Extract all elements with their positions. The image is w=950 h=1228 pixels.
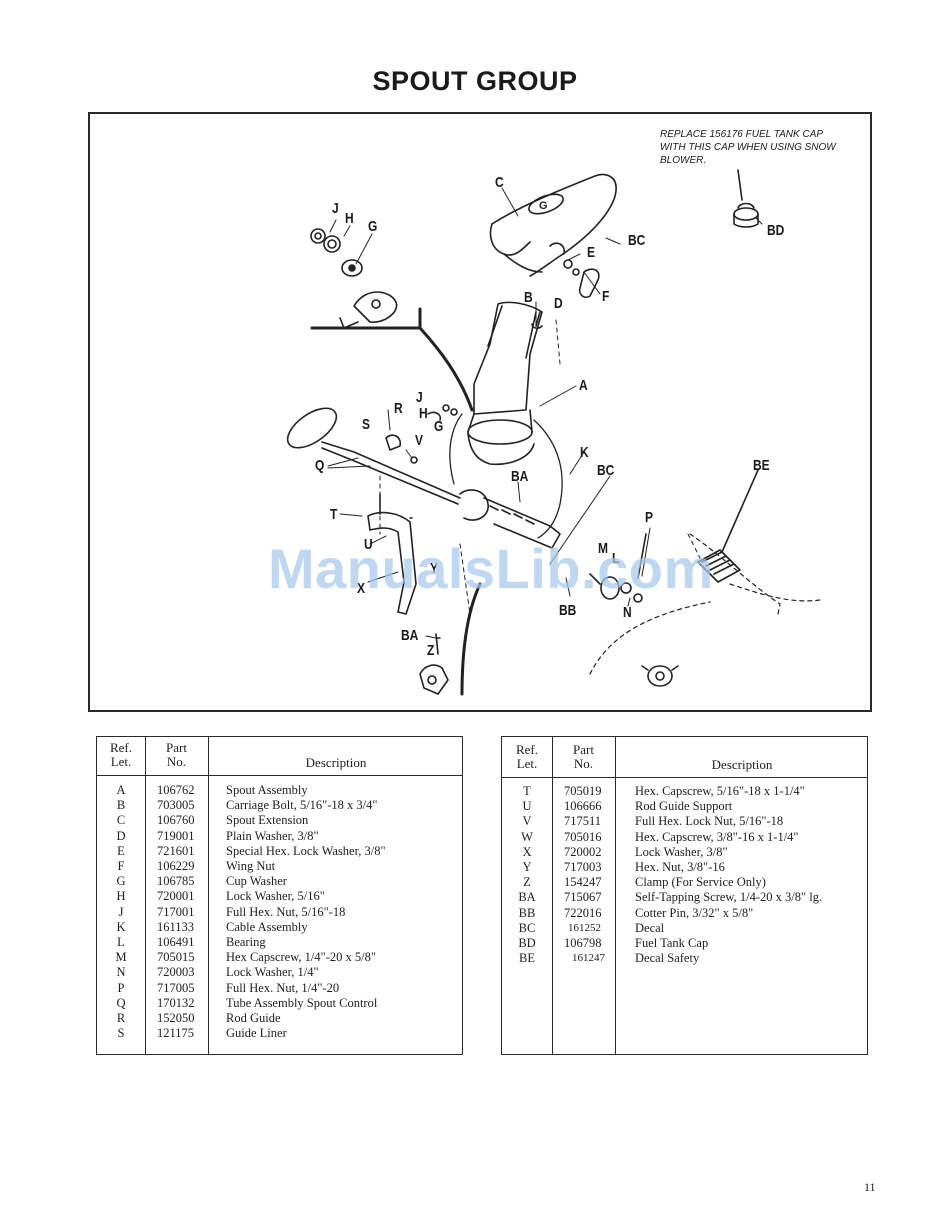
- callout-q: Q: [315, 456, 325, 474]
- header-part-line1: Part: [166, 740, 187, 755]
- callout-bb: BB: [559, 601, 577, 619]
- callout-ba-mid: BA: [511, 467, 529, 485]
- callout-r: R: [394, 399, 403, 417]
- housing-outline: [310, 307, 474, 412]
- callout-h-top: H: [345, 209, 354, 227]
- callout-ba-bottom: BA: [401, 626, 419, 644]
- callout-b: B: [524, 288, 533, 306]
- callout-f: F: [602, 287, 610, 305]
- callout-g-top: G: [368, 217, 378, 235]
- header-part-line1: Part: [573, 742, 594, 757]
- callout-bc-top: BC: [628, 231, 646, 249]
- callout-h-mid: H: [419, 404, 428, 422]
- spout-extension-drawing: G: [489, 173, 617, 277]
- fuel-cap-note: REPLACE 156176 FUEL TANK CAP WITH THIS C…: [660, 129, 836, 166]
- callout-z: Z: [427, 641, 435, 659]
- callout-x: X: [357, 579, 366, 597]
- header-ref-line2: Let.: [110, 754, 132, 769]
- header-ref-line1: Ref.: [515, 742, 539, 757]
- page-number: 11: [864, 1180, 876, 1194]
- callout-j-top: J: [332, 199, 339, 217]
- spout-guide-drawing: [339, 291, 458, 464]
- callout-u: U: [364, 535, 373, 553]
- callout-y: Y: [430, 559, 439, 577]
- cable-drawing: [533, 419, 563, 539]
- page-title: SPOUT GROUP: [372, 66, 578, 96]
- diagram-drawing: G: [286, 169, 821, 696]
- callout-s: S: [362, 415, 371, 433]
- callout-t: T: [330, 505, 338, 523]
- bearing-cluster-drawing: [589, 533, 647, 603]
- cable-drawing-left: [449, 413, 463, 485]
- callout-c: C: [495, 173, 504, 191]
- watermark: ManualsLib.com: [268, 537, 714, 600]
- exploded-parts-diagram: G: [88, 112, 872, 712]
- header-ref-line2: Let.: [516, 756, 538, 771]
- fasteners-spout-drawing: [531, 242, 600, 329]
- callout-a: A: [579, 376, 588, 394]
- alignment-lines: [379, 319, 701, 615]
- header-part-line2: No.: [573, 756, 594, 771]
- header-part-line2: No.: [166, 754, 187, 769]
- callout-g-mid: G: [434, 417, 444, 435]
- callout-m: M: [598, 539, 608, 557]
- callout-k: K: [580, 443, 589, 461]
- header-ref-line1: Ref.: [109, 740, 133, 755]
- callout-e: E: [587, 243, 596, 261]
- callout-be: BE: [753, 456, 770, 474]
- clamp-drawing: [419, 633, 449, 695]
- callout-d: D: [554, 294, 563, 312]
- callout-v: V: [415, 431, 424, 449]
- spout-assembly-drawing: [467, 301, 543, 466]
- callout-j-mid: J: [416, 388, 423, 406]
- leader-lines: [327, 187, 763, 639]
- chute-housing-edge: [460, 582, 482, 696]
- control-tube-drawing: [286, 407, 561, 549]
- fuel-tank-cap-drawing: [733, 169, 759, 228]
- callout-p: P: [645, 508, 654, 526]
- header-description: Description: [711, 757, 773, 772]
- callout-bc-mid: BC: [597, 461, 615, 479]
- header-description: Description: [305, 755, 367, 770]
- safety-decal-drawing: [697, 469, 759, 583]
- callout-bd: BD: [767, 221, 785, 239]
- rear-mount-drawing: [641, 665, 679, 687]
- frame-outline: [589, 533, 821, 675]
- callout-n: N: [623, 603, 632, 621]
- fasteners-top-left-drawing: [310, 228, 363, 277]
- callout-l: L: [612, 549, 620, 567]
- spout-emblem-letter: G: [539, 200, 548, 212]
